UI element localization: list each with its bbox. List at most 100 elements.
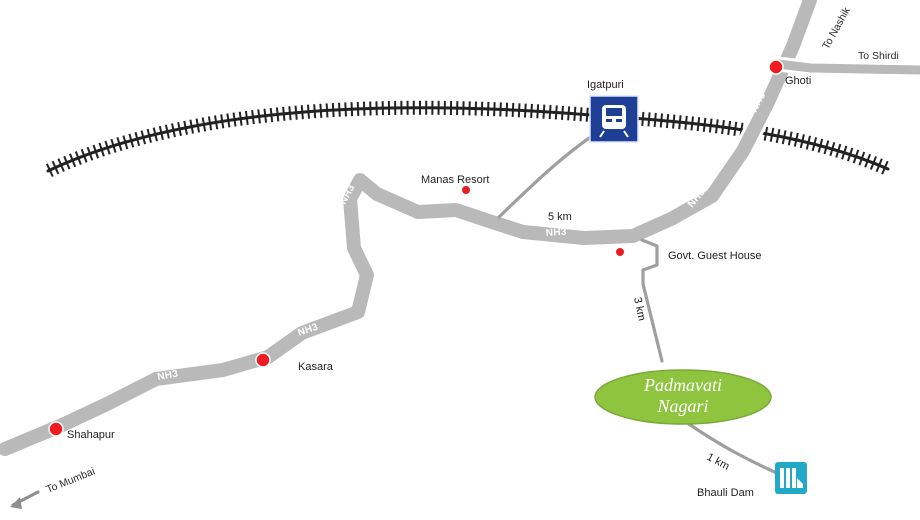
railway-line bbox=[46, 106, 890, 173]
railway-sleeper bbox=[344, 102, 347, 117]
to-mumbai-label: To Mumbai bbox=[45, 465, 97, 495]
railway-sleeper bbox=[511, 102, 515, 118]
railway-sleeper bbox=[659, 113, 663, 128]
railway-sleeper bbox=[238, 111, 243, 126]
railway-sleeper bbox=[641, 111, 645, 126]
railway-sleeper bbox=[852, 149, 860, 164]
railway-sleeper bbox=[92, 144, 100, 159]
dam-icon-waterfall bbox=[797, 478, 803, 488]
to-shirdi-label: To Shirdi bbox=[858, 50, 899, 62]
railway-sleeper bbox=[282, 106, 286, 121]
arrow-left-down-icon bbox=[10, 490, 40, 509]
railway-sleeper bbox=[505, 102, 509, 117]
padmavati-nagari-marker: Padmavati Nagari bbox=[594, 369, 772, 425]
govt-guest-house-label: Govt. Guest House bbox=[668, 250, 762, 262]
railway-sleeper bbox=[306, 104, 311, 119]
minor-roads bbox=[497, 130, 781, 476]
railway-sleeper bbox=[781, 130, 787, 145]
project-name-line1: Padmavati bbox=[643, 375, 722, 395]
railway-sleeper bbox=[263, 108, 268, 123]
railway-sleeper bbox=[763, 126, 769, 141]
igatpuri-station bbox=[589, 95, 639, 143]
mumbai-arrow-head bbox=[10, 497, 22, 509]
railway-sleeper bbox=[864, 153, 872, 168]
railway-sleeper bbox=[338, 102, 341, 117]
railway-sleeper bbox=[350, 102, 354, 117]
railway-sleeper bbox=[201, 117, 207, 132]
railway-sleeper bbox=[116, 137, 123, 152]
project-to-dam-road bbox=[684, 420, 781, 476]
railway-sleeper bbox=[835, 143, 842, 158]
manas-resort-marker bbox=[462, 186, 470, 194]
railway-sleeper bbox=[530, 103, 533, 118]
railway-sleeper bbox=[45, 163, 54, 177]
nh3-highway bbox=[0, 0, 817, 456]
govt-guest-house-marker bbox=[616, 248, 624, 256]
igatpuri-link-road bbox=[497, 130, 600, 219]
railway-sleeper bbox=[573, 106, 577, 121]
railway-sleeper bbox=[300, 105, 304, 120]
railway-sleeper bbox=[585, 107, 589, 122]
railway-sleeper bbox=[207, 116, 213, 131]
railway-sleeper bbox=[672, 114, 676, 129]
railway-sleeper bbox=[122, 135, 129, 150]
dam-icon-column-3 bbox=[792, 468, 796, 488]
kasara-label: Kasara bbox=[298, 361, 334, 373]
railway-sleeper bbox=[110, 138, 117, 153]
railway-sleeper bbox=[275, 107, 280, 122]
railway-sleeper bbox=[499, 102, 502, 117]
shirdi-road bbox=[773, 59, 920, 75]
railway-sleeper bbox=[232, 112, 237, 127]
one-km-label: 1 km bbox=[705, 451, 732, 473]
railway-sleeper bbox=[80, 148, 88, 163]
igatpuri-label: Igatpuri bbox=[587, 79, 624, 91]
to-nashik-label: To Nashik bbox=[820, 5, 853, 52]
nh3-label-central: NH3 bbox=[545, 227, 567, 239]
location-markers bbox=[48, 59, 784, 437]
highway-labels: NH3 NH3 NH3 NH3 NH3 NH3 bbox=[157, 91, 769, 383]
railway-sleeper bbox=[63, 155, 71, 170]
railway-sleeper bbox=[869, 156, 877, 170]
dam-icon-column-1 bbox=[780, 468, 784, 488]
train-track-left bbox=[599, 130, 605, 138]
dam-icon bbox=[775, 462, 807, 494]
railway-sleeper bbox=[244, 110, 249, 125]
railway-sleeper bbox=[104, 140, 111, 155]
railway-sleeper bbox=[189, 119, 194, 134]
railway-sleeper bbox=[727, 120, 732, 136]
railway-sleeper bbox=[158, 125, 164, 141]
railway-sleeper bbox=[356, 101, 360, 116]
railway-sleeper bbox=[829, 142, 836, 157]
nh3-label-southwest: NH3 bbox=[157, 368, 180, 382]
railway-sleeper bbox=[164, 124, 170, 139]
railway-sleeper bbox=[517, 103, 521, 118]
railway-sleeper bbox=[684, 115, 688, 130]
railway-sleeper bbox=[823, 140, 830, 155]
railway-sleeper bbox=[769, 127, 775, 142]
railway-sleeper bbox=[799, 134, 805, 149]
railway-sleeper bbox=[560, 105, 564, 120]
railway-sleeper bbox=[708, 118, 713, 133]
railway-sleeper bbox=[69, 153, 77, 168]
railway-sleeper bbox=[325, 103, 329, 118]
railway-sleeper bbox=[678, 115, 682, 130]
railway-sleeper bbox=[220, 114, 225, 129]
railway-sleeper bbox=[579, 107, 583, 122]
railway-sleeper bbox=[647, 112, 651, 127]
railway-sleeper bbox=[721, 120, 725, 135]
railway-sleeper bbox=[288, 106, 292, 121]
railway-sleeper bbox=[251, 110, 255, 125]
railway-sleeper bbox=[331, 103, 335, 118]
dam-icon-column-2 bbox=[786, 468, 790, 488]
railway-sleeper bbox=[128, 133, 135, 148]
railway-sleeper bbox=[554, 105, 558, 120]
railway-sleeper bbox=[714, 119, 719, 134]
railway-sleeper bbox=[665, 113, 670, 129]
railway-sleeper bbox=[787, 131, 793, 146]
railway-sleeper bbox=[195, 118, 201, 133]
railway-sleeper bbox=[548, 105, 552, 120]
railway-sleeper bbox=[257, 109, 261, 124]
railway-sleeper bbox=[733, 121, 738, 136]
